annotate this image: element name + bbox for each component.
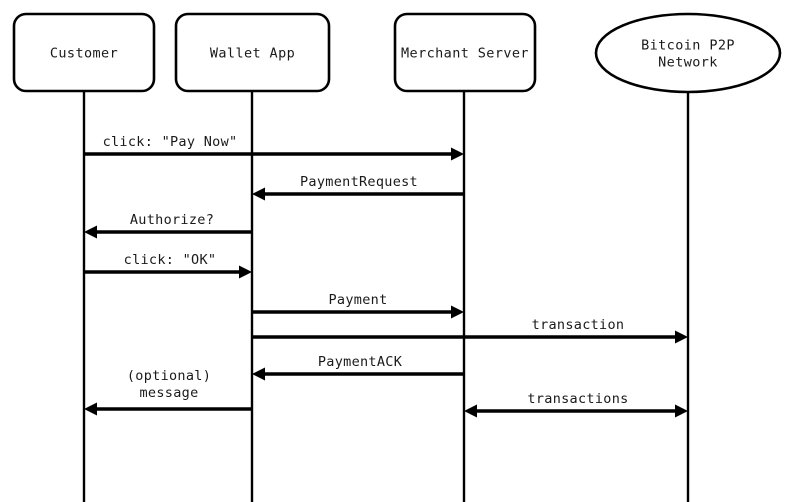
participant-label-customer: Customer [50,46,118,62]
message-m5[interactable]: Payment [252,292,464,319]
participant-label-merchant: Merchant Server [401,46,529,62]
arrowhead-m5 [451,305,464,319]
arrowhead-m3 [84,225,97,239]
message-label-m6: transaction [532,317,625,333]
participant-shape-wallet [174,12,331,93]
arrowhead-m2 [252,187,265,201]
participant-label-wallet: Wallet App [210,46,295,62]
participant-shape-customer [12,12,156,93]
message-label-m8: (optional)message [127,368,211,401]
message-m9[interactable]: transactions [464,391,688,418]
participant-merchant[interactable]: Merchant Server [393,12,537,93]
message-m1[interactable]: click: "Pay Now" [84,134,464,161]
lifelines-group [82,91,690,502]
message-label-m3: Authorize? [130,212,214,228]
message-label-m2: PaymentRequest [300,174,418,190]
message-m8[interactable]: (optional)message [84,368,252,416]
message-m4[interactable]: click: "OK" [84,252,252,279]
messages-group: click: "Pay Now" PaymentRequestAuthorize?… [84,134,688,418]
message-label-m5: Payment [329,292,388,308]
message-label-m7: PaymentACK [318,354,403,370]
message-m2[interactable]: PaymentRequest [252,174,464,201]
participant-shape-bitcoin [594,12,782,94]
arrowhead-m9 [675,404,688,418]
arrowhead-m8 [84,402,97,416]
message-label-m9: transactions [527,391,628,407]
participants-group: Customer Wallet App Merchant Server Bitcoin… [12,12,782,94]
participant-shape-merchant [393,12,537,93]
arrowhead-m6 [675,330,688,344]
message-label-m4: click: "OK" [124,252,217,268]
message-m6[interactable]: transaction [252,317,688,344]
message-label-m1: click: "Pay Now" [103,134,238,150]
message-m3[interactable]: Authorize? [84,212,252,239]
participant-wallet[interactable]: Wallet App [174,12,331,93]
arrowhead-m1 [451,147,464,161]
arrowhead-m7 [252,367,265,381]
message-m7[interactable]: PaymentACK [252,354,464,381]
arrowhead-m4 [239,265,252,279]
arrowhead-m9 [464,404,477,418]
participant-customer[interactable]: Customer [12,12,156,93]
